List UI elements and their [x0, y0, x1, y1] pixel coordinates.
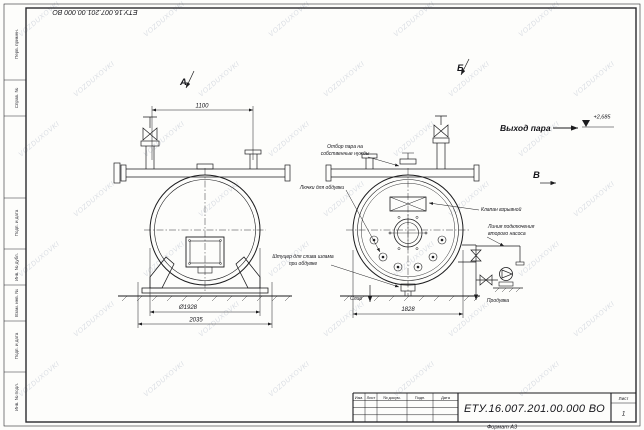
view-a-dimensions — [137, 106, 273, 328]
label-sludge-1: Штуцер для слива шлама — [272, 254, 334, 260]
label-explosion-valve: Клапан взрывной — [481, 206, 522, 213]
frame-side-labels: Перв. примен. Справ. № Подп. и дата Инв.… — [14, 29, 19, 411]
elevation-value: +2,685 — [594, 115, 612, 121]
dim-diameter-1928: Ø1928 — [178, 305, 198, 311]
tb-col-data: Дата — [441, 395, 451, 400]
label-own-needs-1: Отбор пара на — [327, 144, 363, 150]
callout-leaders — [330, 156, 505, 288]
doc-number-top: ЕТУ.16.007.201.00.000 ВО — [52, 8, 138, 15]
format-label: Формат А3 — [487, 425, 518, 430]
dim-1100: 1100 — [196, 104, 210, 110]
side-label: Инв. № подл. — [14, 383, 19, 411]
label-second-pump-1: Линия подключения — [487, 224, 535, 230]
tb-col-podp: Подп. — [415, 395, 426, 400]
doc-number: ЕТУ.16.007.201.00.000 ВО — [464, 403, 605, 415]
view-a-front — [113, 116, 292, 302]
side-label: Инв. № дубл. — [14, 253, 19, 281]
title-block-text: Изм. Лист № докум. Подп. Дата ЕТУ.16.007… — [355, 395, 629, 430]
side-label: Подп. и дата — [14, 332, 19, 359]
view-b-side — [325, 115, 525, 302]
view-a-arrow — [185, 70, 195, 89]
label-hatches: Лючки для обдувки — [299, 185, 345, 191]
view-b-label: Б — [457, 63, 464, 74]
side-label: Перв. примен. — [14, 29, 19, 59]
view-b-dimensions — [352, 250, 464, 318]
label-own-needs-2: собственные нужды — [321, 151, 370, 157]
dim-2035: 2035 — [188, 318, 203, 324]
dim-1828: 1828 — [401, 307, 415, 313]
elevation-mark: +2,685 — [582, 115, 614, 128]
view-b-arrow — [460, 58, 470, 76]
side-label: Взам. инв. № — [14, 289, 19, 317]
sheet-frame — [3, 3, 641, 427]
tb-col-list: Лист — [367, 395, 376, 400]
view-a-label: А — [179, 77, 187, 88]
label-blowdown: Продувка — [487, 298, 509, 304]
sheet-label: Лист — [619, 396, 629, 401]
tb-col-dokum: № докум. — [383, 395, 401, 400]
title-block — [352, 392, 636, 422]
side-label: Подп. и дата — [14, 209, 19, 236]
tb-col-izm: Изм. — [355, 395, 364, 400]
label-steam-out: Выход пара — [500, 123, 551, 133]
label-drain: Слив — [350, 296, 362, 302]
label-sludge-2: при обдувке — [289, 261, 318, 267]
view-v-label: В — [533, 170, 540, 181]
side-label: Справ. № — [14, 88, 19, 109]
sheet-value: 1 — [622, 411, 626, 418]
label-second-pump-2: второго насоса — [488, 231, 526, 237]
